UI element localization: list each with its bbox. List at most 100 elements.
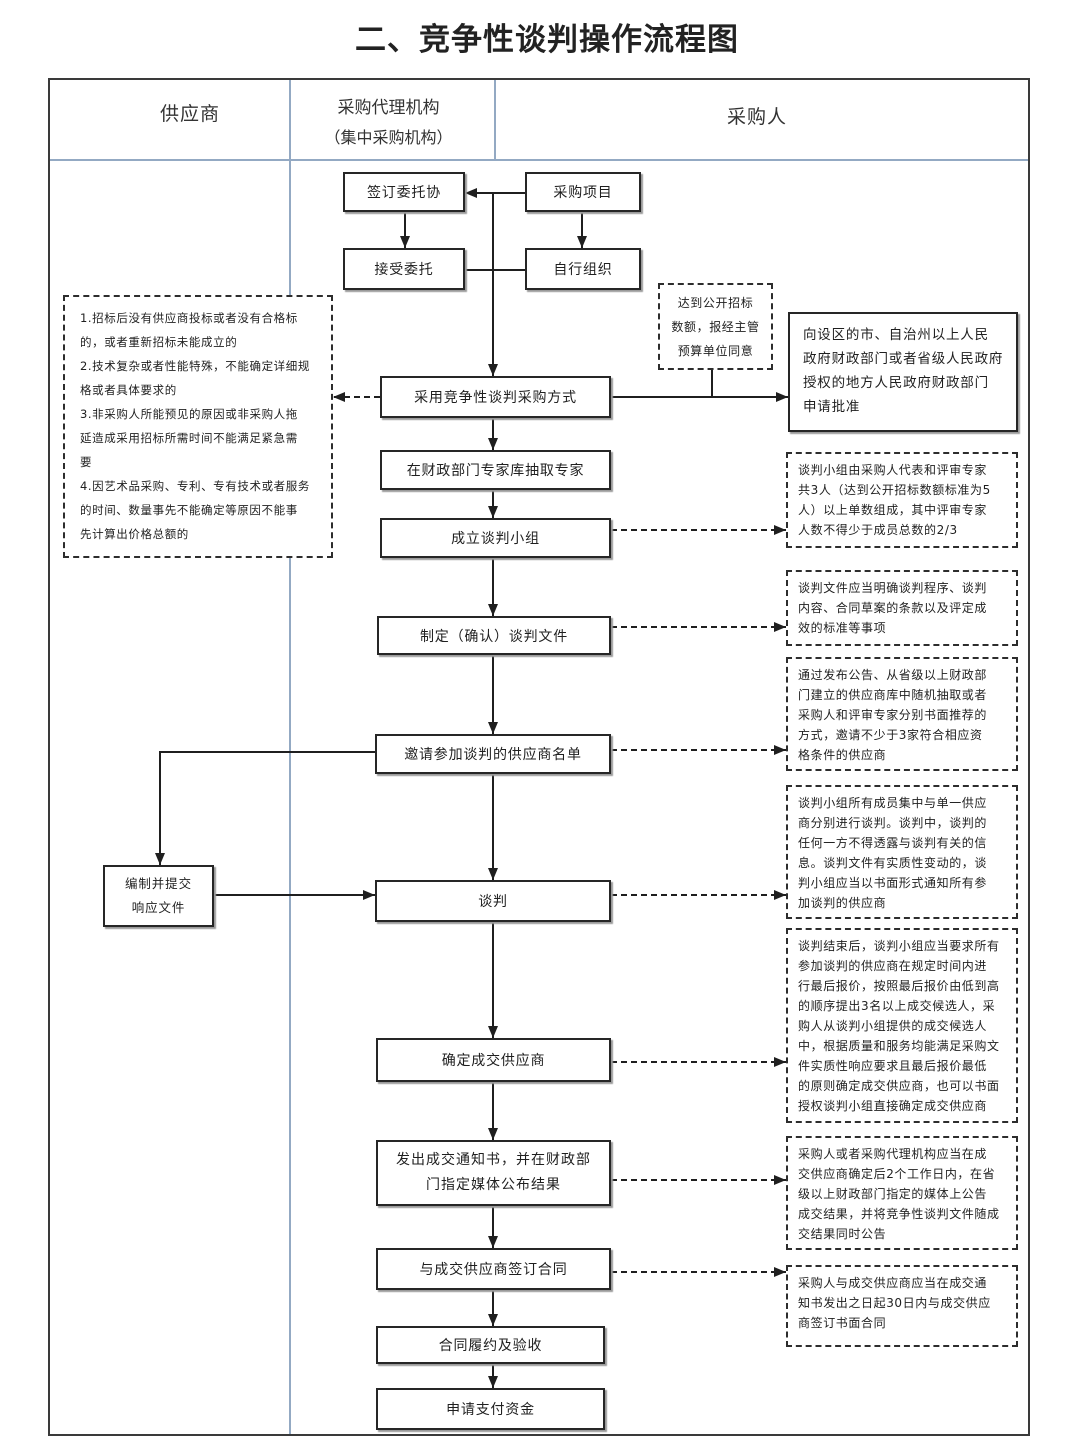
note-invite-method: 通过发布公告、从省级以上财政部门建立的供应商库中随机抽取或者采购人和评审专家分别… bbox=[786, 657, 1018, 771]
step-accept-entrustment: 接受委托 bbox=[343, 248, 465, 290]
lane-header-supplier: 供应商 bbox=[159, 103, 220, 125]
text-line: 的时间、数量事先不能确定等原因不能事 bbox=[80, 503, 298, 517]
note-contract-rules: 采购人与成交供应商应当在成交通知书发出之日起30日内与成交供应商签订书面合同 bbox=[786, 1265, 1018, 1347]
text-line: 知书发出之日起30日内与成交供应 bbox=[798, 1296, 991, 1310]
text-line: 延造成采用招标所需时间不能满足紧急需 bbox=[80, 431, 298, 445]
text-block: 谈判小组由采购人代表和评审专家共3人（达到公开招标数额标准为5 人）以上单数组成，… bbox=[798, 460, 1012, 540]
text-line: 3.非采购人所能预见的原因或非采购人拖 bbox=[80, 407, 298, 421]
text-line: 人数不得少于成员总数的2/3 bbox=[798, 523, 958, 537]
text-line: 门指定媒体公布结果 bbox=[426, 1177, 561, 1193]
text-line: 响应文件 bbox=[131, 900, 186, 915]
step-invite-suppliers: 邀请参加谈判的供应商名单 bbox=[375, 734, 611, 774]
step-self-organize: 自行组织 bbox=[525, 248, 641, 290]
text-line: 商签订书面合同 bbox=[798, 1316, 887, 1330]
lane-divider-agency-purchaser bbox=[494, 80, 496, 160]
step-apply-payment: 申请支付资金 bbox=[376, 1388, 605, 1430]
step-procurement-project: 采购项目 bbox=[525, 172, 641, 212]
text-line: 件实质性响应要求且最后报价最低 bbox=[798, 1059, 988, 1073]
text-line: 要 bbox=[80, 455, 93, 469]
arrow-invite-to-response bbox=[155, 751, 375, 865]
text-line: 谈判结束后，谈判小组应当要求所有 bbox=[798, 939, 1000, 953]
note-negotiation-rules: 谈判小组所有成员集中与单一供应商分别进行谈判。谈判中，谈判的任何一方不得透露与谈… bbox=[786, 785, 1018, 919]
step-issue-notice: 发出成交通知书，并在财政部门指定媒体公布结果 bbox=[376, 1140, 611, 1206]
text-line: 购人从谈判小组提供的成交候选人 bbox=[798, 1019, 988, 1033]
lane-header-agency-subtitle: （集中采购机构） bbox=[324, 128, 453, 147]
text-block: 谈判小组所有成员集中与单一供应商分别进行谈判。谈判中，谈判的任何一方不得透露与谈… bbox=[798, 793, 1012, 913]
lane-header-agency: 采购代理机构 bbox=[337, 98, 440, 118]
text-line: 内容、合同草案的条款以及评定成 bbox=[798, 601, 988, 615]
note-docs-content: 谈判文件应当明确谈判程序、谈判内容、合同草案的条款以及评定成效的标准等事项 bbox=[786, 570, 1018, 646]
text-line: 达到公开招标 bbox=[677, 296, 754, 310]
lane-header-divider bbox=[50, 159, 1028, 161]
step-adopt-method: 采用竞争性谈判采购方式 bbox=[380, 376, 611, 418]
text-block: 采购人或者采购代理机构应当在成交供应商确定后2个工作日内，在省级以上财政部门指定… bbox=[798, 1144, 1012, 1244]
text-line: 级以上财政部门指定的媒体上公告 bbox=[798, 1187, 988, 1201]
text-line: 申请批准 bbox=[803, 399, 861, 415]
text-line: 效的标准等事项 bbox=[798, 621, 887, 635]
text-line: 先计算出价格总额的 bbox=[80, 527, 189, 541]
text-block: 编制并提交响应文件 bbox=[125, 872, 192, 920]
text-line: 采购人或者采购代理机构应当在成 bbox=[798, 1147, 988, 1161]
step-negotiate: 谈判 bbox=[375, 880, 611, 922]
text-line: 方式，邀请不少于3家符合相应资 bbox=[798, 728, 983, 742]
step-determine-supplier: 确定成交供应商 bbox=[376, 1038, 611, 1082]
text-line: 采购人与成交供应商应当在成交通 bbox=[798, 1276, 988, 1290]
text-line: 人）以上单数组成，其中评审专家 bbox=[798, 503, 988, 517]
step-apply-approval: 向设区的市、自治州以上人民政府财政部门或者省级人民政府授权的地方人民政府财政部门… bbox=[788, 312, 1018, 432]
step-draw-experts: 在财政部门专家库抽取专家 bbox=[380, 450, 611, 490]
text-line: 授权的地方人民政府财政部门 bbox=[803, 375, 989, 391]
text-line: 采购人和评审专家分别书面推荐的 bbox=[798, 708, 988, 722]
text-line: 的原则确定成交供应商，也可以书面 bbox=[798, 1079, 1000, 1093]
step-prepare-docs: 制定（确认）谈判文件 bbox=[377, 616, 611, 655]
text-line: 授权谈判小组直接确定成交供应商 bbox=[798, 1099, 988, 1113]
text-line: 商分别进行谈判。谈判中，谈判的 bbox=[798, 816, 988, 830]
text-line: 任何一方不得透露与谈判有关的信 bbox=[798, 836, 988, 850]
note-notice-rules: 采购人或者采购代理机构应当在成交供应商确定后2个工作日内，在省级以上财政部门指定… bbox=[786, 1136, 1018, 1250]
text-line: 的顺序提出3名以上成交候选人，采 bbox=[798, 999, 996, 1013]
text-line: 成交结果，并将竞争性谈判文件随成 bbox=[798, 1207, 1000, 1221]
step-sign-contract: 与成交供应商签订合同 bbox=[376, 1248, 611, 1290]
text-line: 谈判小组由采购人代表和评审专家 bbox=[798, 463, 988, 477]
lane-header-purchaser: 采购人 bbox=[726, 106, 787, 128]
step-form-panel: 成立谈判小组 bbox=[380, 518, 611, 558]
note-panel-composition: 谈判小组由采购人代表和评审专家共3人（达到公开招标数额标准为5 人）以上单数组成，… bbox=[786, 452, 1018, 548]
text-block: 向设区的市、自治州以上人民政府财政部门或者省级人民政府授权的地方人民政府财政部门… bbox=[803, 323, 1003, 419]
text-line: 谈判文件应当明确谈判程序、谈判 bbox=[798, 581, 988, 595]
text-block: 发出成交通知书，并在财政部门指定媒体公布结果 bbox=[396, 1148, 591, 1198]
text-line: 判小组应当以书面形式通知所有参 bbox=[798, 876, 988, 890]
note-threshold-approval: 达到公开招标数额，报经主管预算单位同意 bbox=[658, 283, 773, 370]
text-block: 谈判文件应当明确谈判程序、谈判内容、合同草案的条款以及评定成效的标准等事项 bbox=[798, 578, 1012, 638]
text-line: 向设区的市、自治州以上人民 bbox=[803, 327, 989, 343]
note-determine-rules: 谈判结束后，谈判小组应当要求所有参加谈判的供应商在规定时间内进行最后报价，按照最… bbox=[786, 928, 1018, 1123]
step-sign-agreement: 签订委托协 bbox=[343, 172, 465, 212]
text-line: 门建立的供应商库中随机抽取或者 bbox=[798, 688, 988, 702]
text-line: 中，根据质量和服务均能满足采购文 bbox=[798, 1039, 1000, 1053]
lane-divider-supplier-agency bbox=[289, 80, 291, 1434]
diagram-frame bbox=[48, 78, 1030, 1436]
text-line: 编制并提交 bbox=[124, 876, 192, 891]
text-line: 行最后报价，按照最后报价由低到高 bbox=[798, 979, 1000, 993]
page-title: 二、竞争性谈判操作流程图 bbox=[355, 22, 739, 58]
text-line: 数额，报经主管 bbox=[671, 320, 760, 334]
text-line: 交供应商确定后2个工作日内，在省 bbox=[798, 1167, 996, 1181]
text-line: 交结果同时公告 bbox=[798, 1227, 887, 1241]
text-line: 格条件的供应商 bbox=[798, 748, 887, 762]
text-line: 加谈判的供应商 bbox=[798, 896, 887, 910]
text-line: 共3人（达到公开招标数额标准为5 bbox=[798, 483, 991, 497]
text-line: 预算单位同意 bbox=[677, 344, 754, 358]
text-block: 采购人与成交供应商应当在成交通知书发出之日起30日内与成交供应商签订书面合同 bbox=[798, 1273, 1012, 1333]
step-perform-accept: 合同履约及验收 bbox=[376, 1326, 605, 1364]
step-prepare-response: 编制并提交响应文件 bbox=[103, 865, 214, 927]
text-line: 通过发布公告、从省级以上财政部 bbox=[798, 668, 988, 682]
text-line: 1.招标后没有供应商投标或者没有合格标 bbox=[80, 311, 298, 325]
text-line: 2.技术复杂或者性能特殊，不能确定详细规 bbox=[80, 359, 310, 373]
text-line: 发出成交通知书，并在财政部 bbox=[396, 1152, 591, 1168]
text-line: 息。谈判文件有实质性变动的，谈 bbox=[798, 856, 988, 870]
text-line: 4.因艺术品采购、专利、专有技术或者服务 bbox=[80, 479, 310, 493]
text-line: 参加谈判的供应商在规定时间内进 bbox=[798, 959, 988, 973]
text-block: 通过发布公告、从省级以上财政部门建立的供应商库中随机抽取或者采购人和评审专家分别… bbox=[798, 665, 1012, 765]
